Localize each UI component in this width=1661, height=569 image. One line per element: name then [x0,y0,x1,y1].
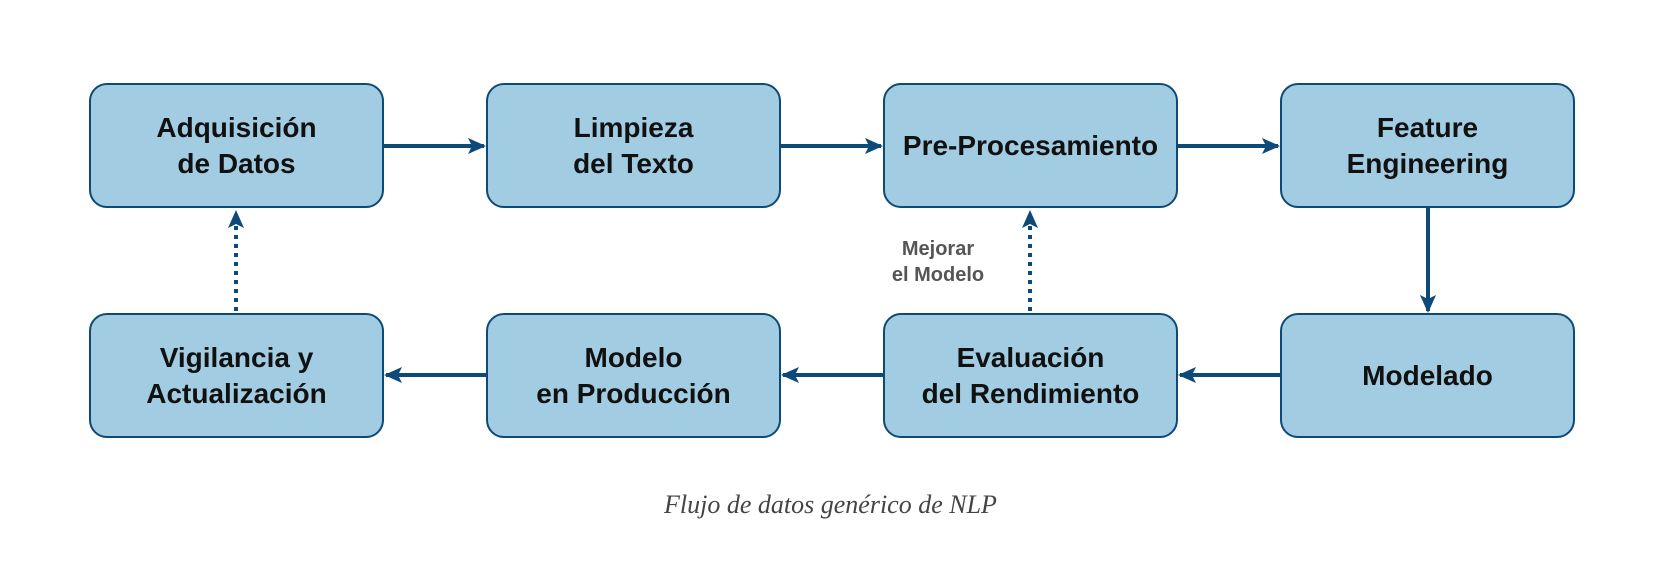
node-evaluacion-del-rendimiento: Evaluación del Rendimiento [883,313,1178,438]
node-label: Adquisición de Datos [156,111,317,179]
node-label: Modelo en Producción [536,341,731,409]
node-label: Limpieza del Texto [573,111,694,179]
figure-caption: Flujo de datos genérico de NLP [664,490,997,519]
node-modelado: Modelado [1280,313,1575,438]
node-label: Modelado [1362,359,1493,391]
node-modelo-en-produccion: Modelo en Producción [486,313,781,438]
edge-label-mejorar-el-modelo: Mejorar el Modelo [891,238,985,286]
node-limpieza-del-texto: Limpieza del Texto [486,83,781,208]
node-label: Pre-Procesamiento [902,129,1159,161]
node-label: Feature Engineering [1346,111,1509,179]
node-pre-procesamiento: Pre-Procesamiento [883,83,1178,208]
node-label: Vigilancia y Actualización [146,341,327,409]
node-feature-engineering: Feature Engineering [1280,83,1575,208]
node-adquisicion-de-datos: Adquisición de Datos [89,83,384,208]
node-label: Evaluación del Rendimiento [921,341,1140,409]
node-vigilancia-y-actualizacion: Vigilancia y Actualización [89,313,384,438]
